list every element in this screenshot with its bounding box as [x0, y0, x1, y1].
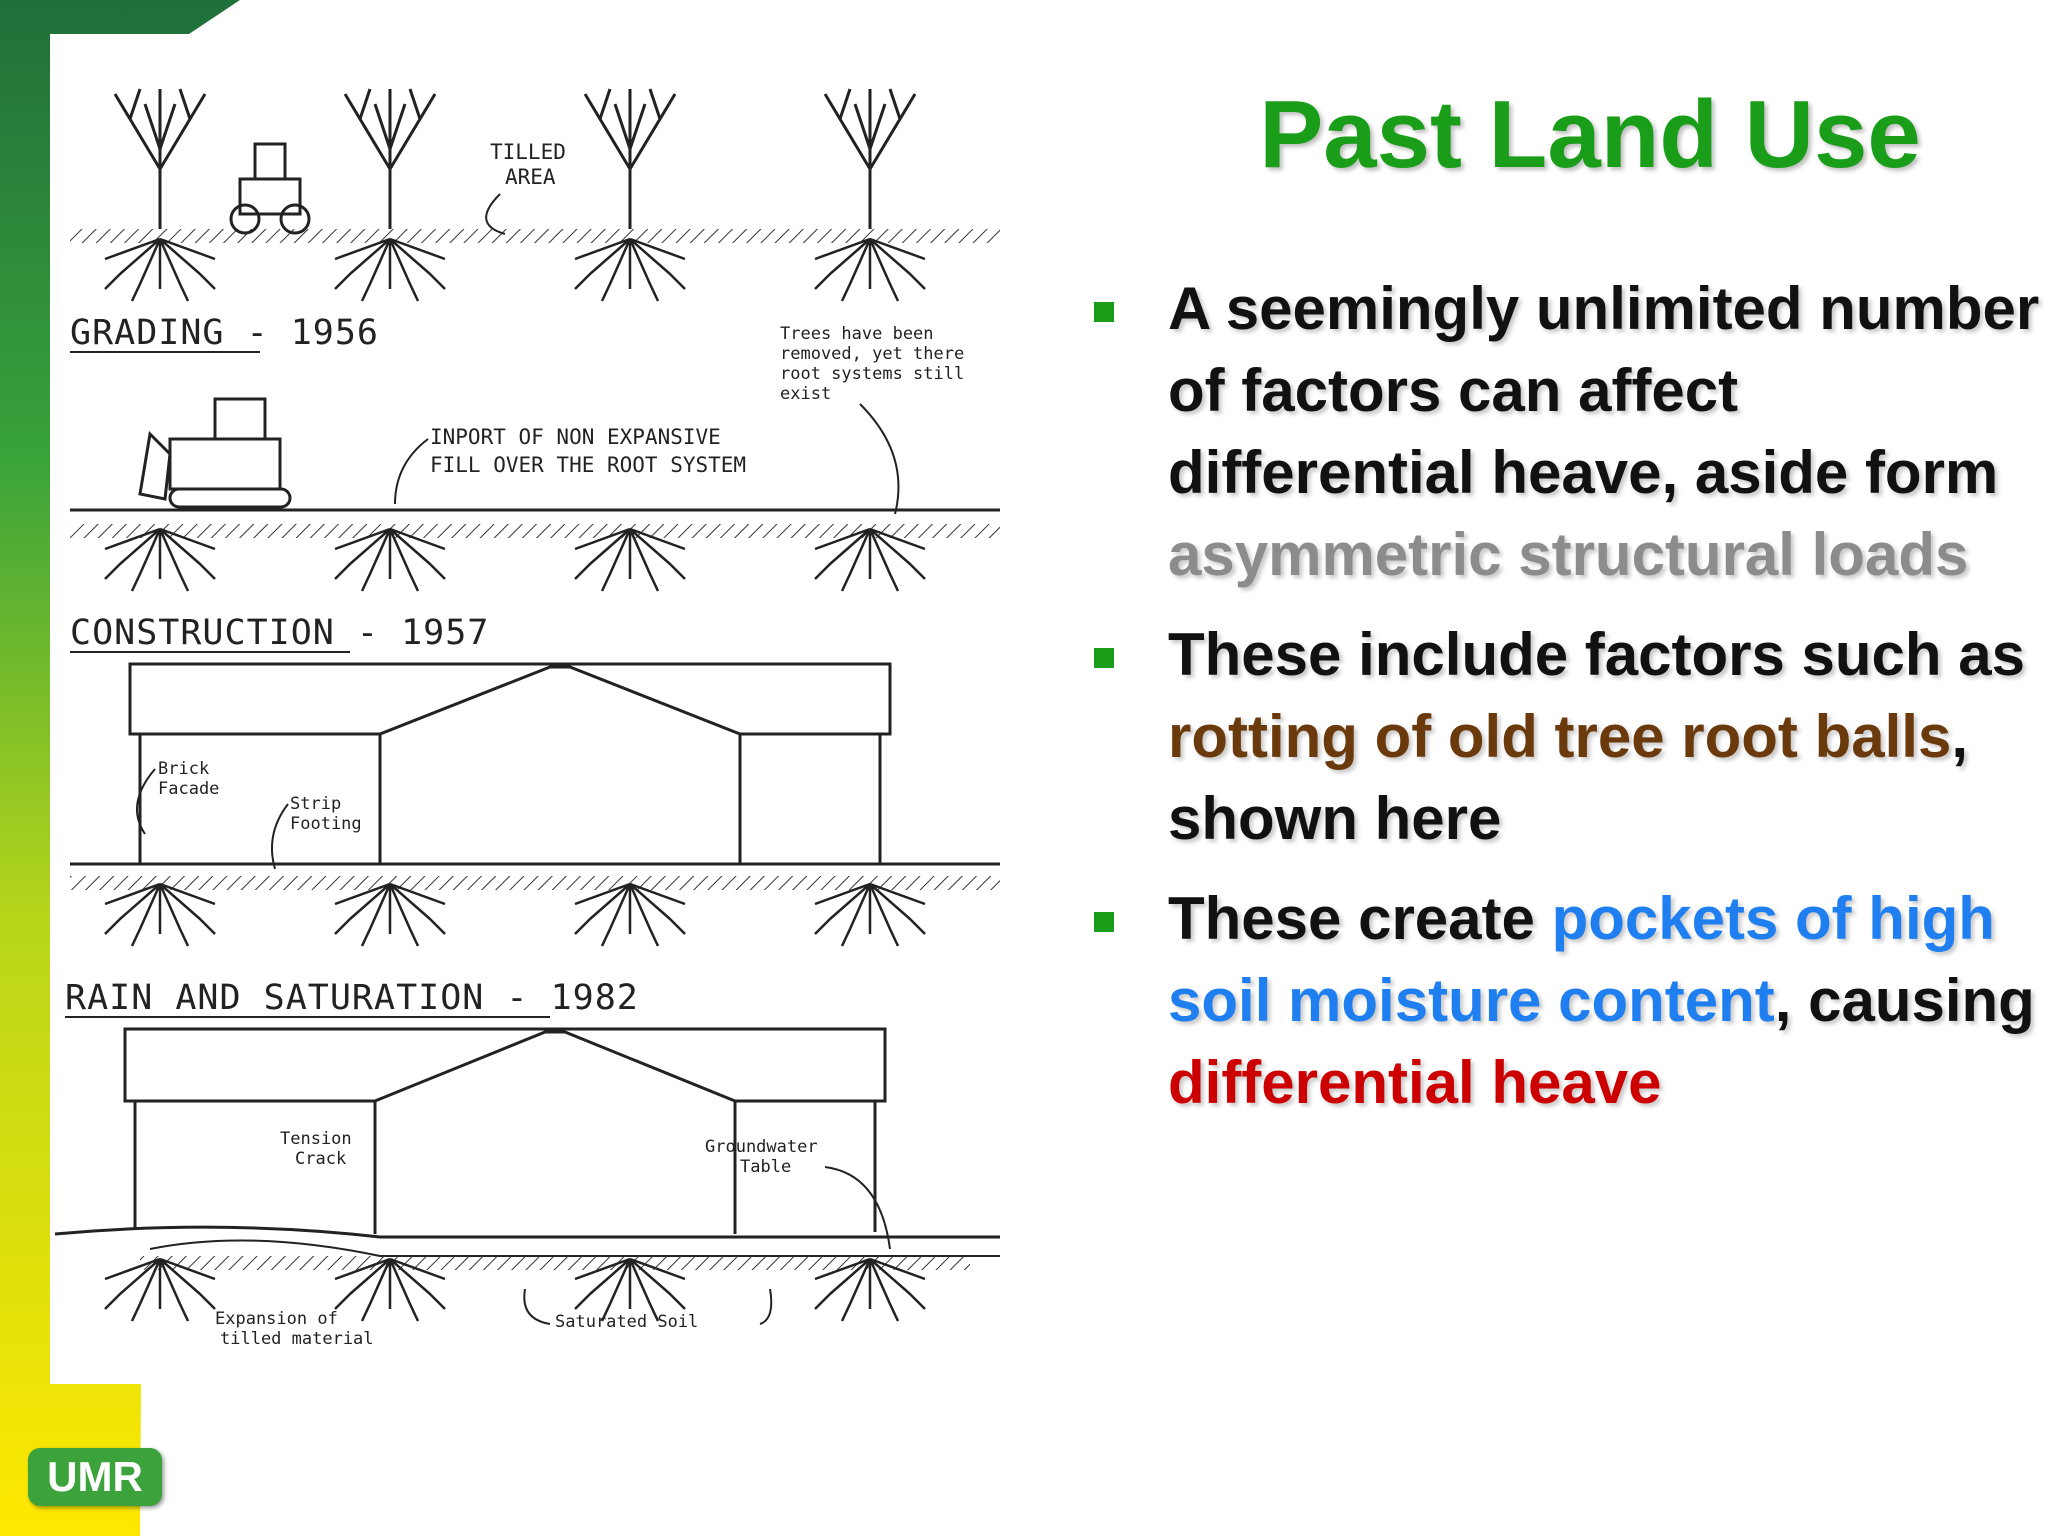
groundwater-line1: Groundwater [705, 1137, 818, 1157]
bullet-1-segment-1: A seemingly unlimited number of factors … [1168, 275, 2040, 506]
bullet-square-icon [1094, 648, 1114, 668]
rain-heading: RAIN AND SATURATION - 1982 [65, 978, 639, 1018]
grading-note-line1: Trees have been [780, 324, 934, 344]
tension-crack-line2: Crack [295, 1149, 346, 1169]
umr-logo: UMR [28, 1448, 162, 1506]
grading-note-line4: exist [780, 384, 831, 404]
grading-label-line1: INPORT OF NON EXPANSIVE [430, 425, 721, 449]
tilled-label-line1: TILLED [490, 140, 566, 164]
bulldozer-icon [138, 397, 292, 509]
bullet-2-highlight: rotting of old tree root balls [1168, 703, 1952, 770]
land-use-drawing: TILLED AREA GRADING - 1956 Trees have be… [54, 87, 1000, 1349]
bullet-item-2: These include factors such as rotting of… [1090, 614, 2040, 860]
tension-crack-line1: Tension [280, 1129, 352, 1149]
bullet-1-highlight: asymmetric structural loads [1168, 521, 1969, 588]
bullet-3-segment-1: These create [1168, 885, 1552, 952]
grading-label-line2: FILL OVER THE ROOT SYSTEM [430, 453, 746, 477]
panel-construction: CONSTRUCTION - 1957 Brick Facade Strip F… [70, 613, 1000, 948]
bullet-square-icon [1094, 912, 1114, 932]
bullet-3-highlight-blue: pockets of high soil moisture content [1168, 885, 1995, 1034]
expansion-line1: Expansion of [215, 1309, 338, 1329]
bullet-2-segment-3: , shown here [1168, 703, 1968, 852]
bullet-text-1: A seemingly unlimited number of factors … [1168, 268, 2040, 596]
saturated-soil-label: Saturated Soil [555, 1312, 698, 1332]
bullet-text-2: These include factors such as rotting of… [1168, 614, 2040, 860]
grading-note-line3: root systems still [780, 364, 964, 384]
bullet-square-icon [1094, 302, 1114, 322]
bullet-2-segment-1: These include factors such as [1168, 621, 2025, 688]
construction-heading: CONSTRUCTION - 1957 [70, 613, 489, 653]
bullet-item-1: A seemingly unlimited number of factors … [1090, 268, 2040, 596]
tilled-label-line2: AREA [505, 165, 556, 189]
bullet-list: A seemingly unlimited number of factors … [1090, 268, 2040, 1142]
panel-tilled: TILLED AREA [70, 87, 1000, 303]
grading-note-line2: removed, yet there [780, 344, 964, 364]
panel-grading: GRADING - 1956 Trees have been removed, … [70, 313, 1000, 593]
strip-footing-line2: Footing [290, 814, 362, 834]
groundwater-line2: Table [740, 1157, 791, 1177]
bullet-3-segment-3: , causing [1774, 967, 2035, 1034]
brick-facade-line1: Brick [158, 759, 209, 779]
bullet-3-highlight-red: differential heave [1168, 1049, 1662, 1116]
bullet-text-3: These create pockets of high soil moistu… [1168, 878, 2040, 1124]
brick-facade-line2: Facade [158, 779, 219, 799]
bullet-item-3: These create pockets of high soil moistu… [1090, 878, 2040, 1124]
panel-rain-saturation: RAIN AND SATURATION - 1982 Tension Crack… [54, 978, 1000, 1349]
strip-footing-line1: Strip [290, 794, 341, 814]
tractor-icon [229, 142, 311, 235]
grading-heading: GRADING - 1956 [70, 313, 379, 353]
land-use-figure: TILLED AREA GRADING - 1956 Trees have be… [50, 34, 1050, 1384]
expansion-line2: tilled material [220, 1329, 374, 1349]
slide-title: Past Land Use [1259, 81, 1921, 188]
